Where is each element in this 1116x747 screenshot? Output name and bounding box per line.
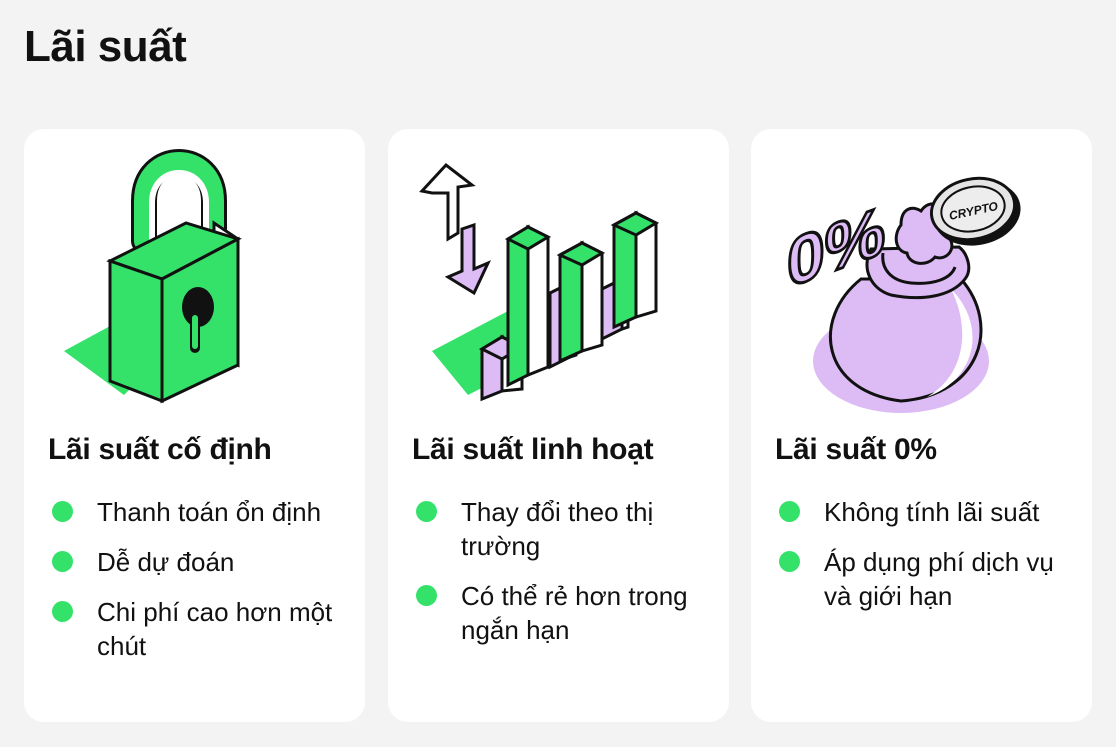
list-item: Có thể rẻ hơn trong ngắn hạn — [416, 579, 706, 647]
bullet-dot-icon — [52, 551, 73, 572]
bullet-dot-icon — [416, 501, 437, 522]
card-fixed-rate: Lãi suất cố định Thanh toán ổn định Dễ d… — [24, 129, 365, 722]
bullet-dot-icon — [416, 585, 437, 606]
card-zero-rate: CRYPTO 0% Lãi suất 0% Không tính lãi suấ… — [751, 129, 1092, 722]
bullet-list: Thanh toán ổn định Dễ dự đoán Chi phí ca… — [52, 495, 342, 679]
padlock-illustration-icon — [64, 149, 242, 404]
card-title: Lãi suất linh hoạt — [412, 433, 654, 466]
card-title: Lãi suất cố định — [48, 433, 272, 466]
page-title: Lãi suất — [24, 22, 187, 71]
bullet-dot-icon — [52, 501, 73, 522]
bullet-list: Thay đổi theo thị trường Có thể rẻ hơn t… — [416, 495, 706, 663]
bullet-dot-icon — [52, 601, 73, 622]
card-flexible-rate: Lãi suất linh hoạt Thay đổi theo thị trư… — [388, 129, 729, 722]
list-item: Thay đổi theo thị trường — [416, 495, 706, 563]
money-bag-illustration-icon: CRYPTO 0% — [786, 176, 1021, 413]
list-item: Không tính lãi suất — [779, 495, 1069, 529]
list-item: Chi phí cao hơn một chút — [52, 595, 342, 663]
bullet-dot-icon — [779, 501, 800, 522]
bullet-list: Không tính lãi suất Áp dụng phí dịch vụ … — [779, 495, 1069, 629]
list-item: Dễ dự đoán — [52, 545, 342, 579]
list-item: Thanh toán ổn định — [52, 495, 342, 529]
bullet-dot-icon — [779, 551, 800, 572]
list-item: Áp dụng phí dịch vụ và giới hạn — [779, 545, 1069, 613]
card-title: Lãi suất 0% — [775, 433, 937, 466]
bar-chart-arrows-illustration-icon — [419, 162, 660, 402]
